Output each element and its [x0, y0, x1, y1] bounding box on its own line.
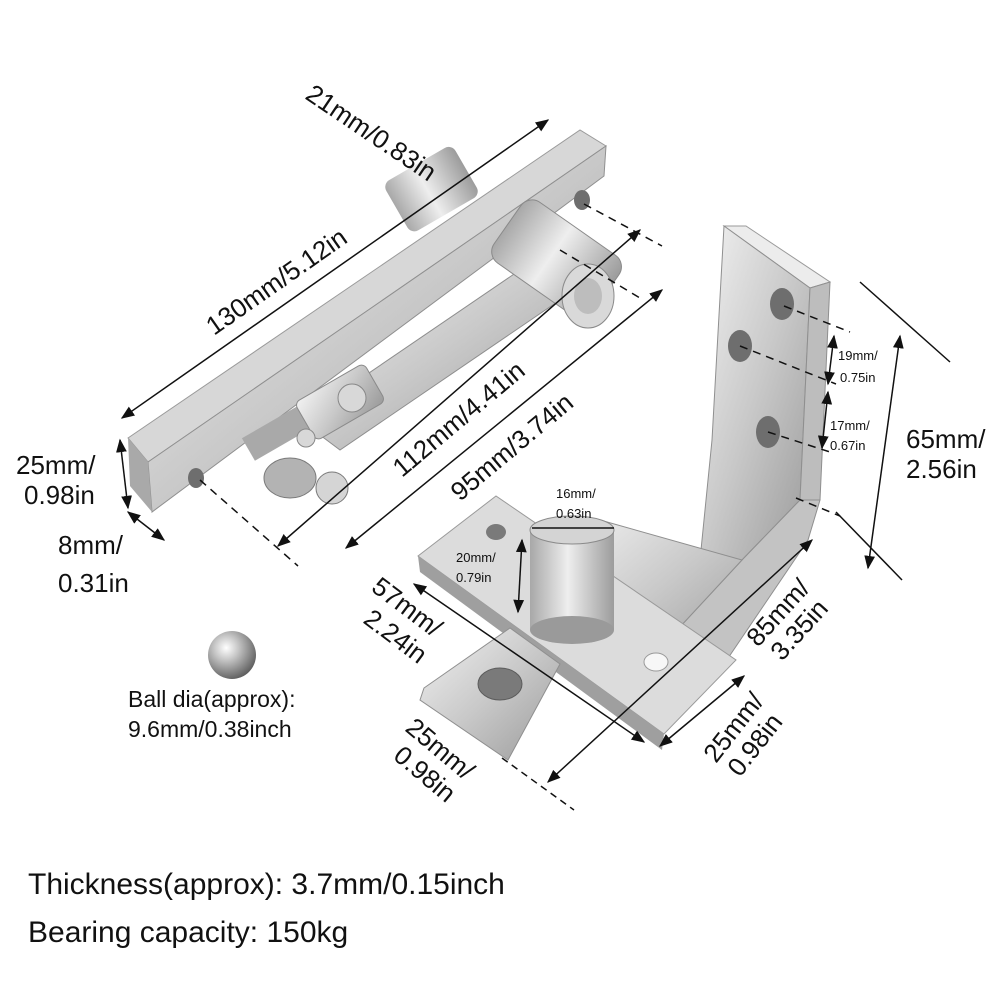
- label-hole-gap-2-mm: 17mm/: [830, 418, 870, 433]
- label-plate-thickness-mm: 8mm/: [58, 530, 124, 560]
- adjuster-rivet: [337, 383, 367, 413]
- adjuster-rivet-small: [296, 428, 316, 448]
- label-plate-width-in: 0.98in: [24, 480, 95, 510]
- label-pin-len-mm: 20mm/: [456, 550, 496, 565]
- label-pin-len-in: 0.79in: [456, 570, 491, 585]
- plate-screw-hole-left: [188, 468, 204, 488]
- ball-bearing: [208, 631, 256, 679]
- label-hole-gap-2-in: 0.67in: [830, 438, 865, 453]
- base-hole-left: [486, 524, 506, 540]
- label-hole-gap-1-in: 0.75in: [840, 370, 875, 385]
- label-plate-width-mm: 25mm/: [16, 450, 96, 480]
- dimension-lines: [116, 119, 951, 811]
- top-pivot-plate: [127, 129, 607, 513]
- ball-label-line-2: 9.6mm/0.38inch: [128, 716, 292, 742]
- label-pin-dia-mm: 16mm/: [556, 486, 596, 501]
- label-bracket-height-in: 2.56in: [906, 454, 977, 484]
- bracket-hole-top: [770, 288, 794, 320]
- label-bracket-height-mm: 65mm/: [906, 424, 986, 454]
- plate-screw-hole-right: [574, 190, 590, 210]
- label-pin-height: 21mm/0.83in: [301, 78, 442, 187]
- label-plate-thickness-in: 0.31in: [58, 568, 129, 598]
- base-countersunk-hole: [477, 667, 523, 701]
- label-hole-gap-1-mm: 19mm/: [838, 348, 878, 363]
- spec-thickness: Thickness(approx): 3.7mm/0.15inch: [28, 868, 505, 901]
- label-pin-dia-in: 0.63in: [556, 506, 591, 521]
- dashed-extension-lines: [199, 203, 851, 567]
- base-hole-right: [643, 652, 669, 672]
- spec-bearing-capacity: Bearing capacity: 150kg: [28, 916, 349, 949]
- bottom-pivot-pin: [529, 515, 615, 644]
- ball-label-line-1: Ball dia(approx):: [128, 686, 296, 712]
